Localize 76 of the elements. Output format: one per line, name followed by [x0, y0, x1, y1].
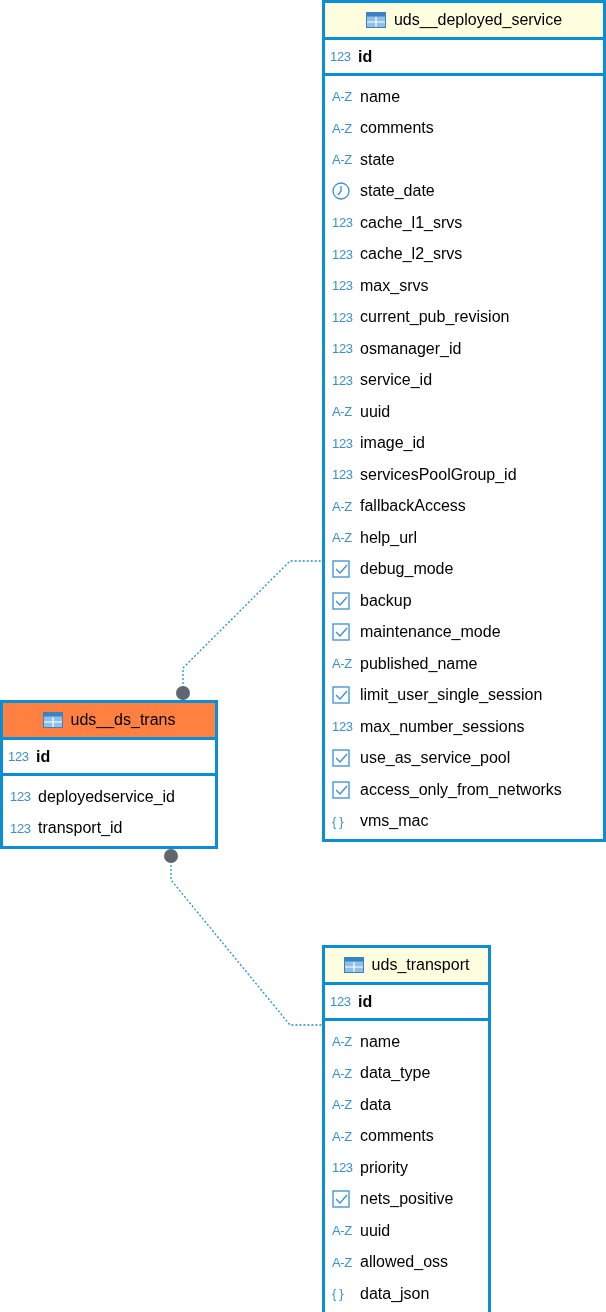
data-type-label: 123	[332, 214, 354, 232]
column-name: published_name	[360, 653, 478, 674]
column-name: id	[358, 991, 373, 1012]
column-name: max_number_sessions	[360, 716, 525, 737]
column-name: service_id	[360, 370, 433, 391]
data-type-label: A-Z	[332, 151, 353, 169]
table-name: uds__deployed_service	[393, 10, 563, 31]
column-name: current_pub_revision	[360, 307, 510, 328]
data-type-label: 123	[332, 371, 354, 390]
data-type-label: 123	[332, 308, 354, 327]
data-type-label: A-Z	[332, 119, 353, 138]
column-name: uuid	[360, 1220, 391, 1241]
column-name: comments	[360, 1126, 434, 1147]
column-name: deployedservice_id	[38, 786, 175, 807]
data-type-label: A-Z	[332, 1033, 353, 1051]
data-type-label: A-Z	[332, 1127, 353, 1146]
column-name: nets_positive	[360, 1189, 454, 1210]
data-type-label: 123	[332, 466, 354, 484]
data-type-label: A-Z	[332, 655, 353, 673]
column-name: priority	[360, 1157, 408, 1178]
data-type-label: 123	[332, 718, 354, 736]
data-type-label: A-Z	[332, 1064, 353, 1083]
table-name: uds__ds_trans	[70, 710, 176, 731]
data-type-label: 123	[10, 788, 32, 806]
column-name: use_as_service_pool	[360, 748, 511, 769]
column-name: transport_id	[38, 818, 123, 839]
column-name: id	[358, 46, 373, 67]
column-name: image_id	[360, 433, 425, 454]
data-type-label: A-Z	[332, 1222, 353, 1240]
data-type-label: 123	[330, 992, 352, 1011]
column-name: cache_l1_srvs	[360, 212, 463, 233]
data-type-label: A-Z	[332, 1253, 353, 1272]
column-name: vms_mac	[360, 811, 429, 832]
column-name: allowed_oss	[360, 1252, 449, 1273]
column-name: comments	[360, 118, 434, 139]
data-type-label: 123	[8, 747, 30, 766]
column-name: uuid	[360, 401, 391, 422]
column-name: id	[36, 746, 51, 767]
column-name: data_json	[360, 1283, 430, 1304]
column-name: data_type	[360, 1063, 431, 1084]
column-name: servicesPoolGroup_id	[360, 464, 517, 485]
column-name: limit_user_single_session	[360, 685, 543, 706]
column-name: maintenance_mode	[360, 622, 501, 643]
relationship-line	[176, 560, 323, 701]
table-name: uds_transport	[371, 955, 470, 975]
data-type-label: 123	[332, 434, 354, 453]
column-name: debug_mode	[360, 559, 454, 580]
column-name: data	[360, 1094, 392, 1115]
table-box	[0, 700, 218, 849]
data-type-label: { }	[332, 812, 345, 831]
data-type-label: A-Z	[332, 403, 353, 421]
column-name: backup	[360, 590, 412, 611]
column-name: osmanager_id	[360, 338, 462, 359]
data-type-label: 123	[330, 47, 352, 66]
data-type-label: A-Z	[332, 88, 353, 106]
table-box	[322, 945, 491, 1312]
data-type-label: 123	[332, 277, 354, 295]
column-name: max_srvs	[360, 275, 429, 296]
data-type-label: A-Z	[332, 1096, 353, 1114]
column-name: state_date	[360, 181, 435, 202]
data-type-label: 123	[332, 1159, 354, 1177]
data-type-label: { }	[332, 1285, 345, 1303]
relationship-line	[164, 848, 323, 1026]
data-type-label: A-Z	[332, 529, 353, 547]
column-name: name	[360, 1031, 401, 1052]
data-type-label: 123	[332, 340, 354, 358]
column-name: access_only_from_networks	[360, 779, 562, 800]
column-name: cache_l2_srvs	[360, 244, 463, 265]
column-name: fallbackAccess	[360, 496, 466, 517]
table-box	[322, 0, 606, 842]
data-type-label: 123	[10, 819, 32, 838]
column-name: state	[360, 149, 395, 170]
column-name: name	[360, 86, 401, 107]
column-name: help_url	[360, 527, 417, 548]
data-type-label: 123	[332, 245, 354, 264]
data-type-label: A-Z	[332, 497, 353, 516]
